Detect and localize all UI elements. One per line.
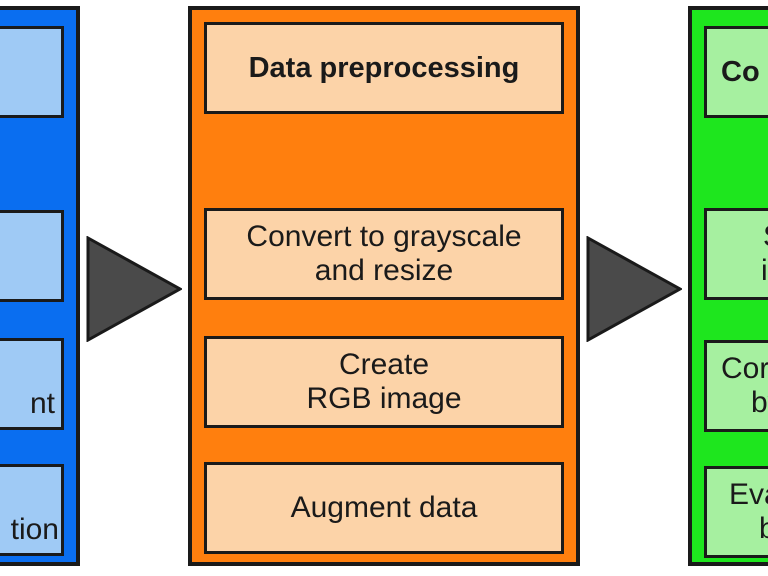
create-rgb-line2: RGB image: [306, 382, 462, 415]
left-box-1: [0, 26, 64, 118]
right-box-4-line1: Eva: [729, 478, 768, 511]
create-rgb-step: Create RGB image: [204, 336, 564, 428]
augment-data-step: Augment data: [204, 462, 564, 554]
left-box-3-label: nt: [29, 387, 55, 420]
right-box-3-line1: Cor: [721, 352, 768, 385]
left-box-3: nt: [0, 338, 64, 430]
right-box-1: Co: [704, 26, 768, 118]
data-preprocessing-title-text: Data preprocessing: [248, 52, 520, 84]
data-preprocessing-panel: Data preprocessing Convert to grayscale …: [188, 6, 580, 566]
right-box-2-line1: S: [761, 220, 768, 254]
left-stage-panel: nt tion: [0, 6, 80, 566]
convert-grayscale-line2: and resize: [314, 254, 454, 287]
right-box-3: Cor by: [704, 340, 768, 432]
create-rgb-line1: Create: [338, 348, 430, 381]
augment-data-label: Augment data: [290, 491, 478, 524]
convert-grayscale-line1: Convert to grayscale: [246, 220, 522, 253]
left-box-4: tion: [0, 464, 64, 556]
arrow-right-icon-1: [86, 235, 184, 347]
data-preprocessing-title: Data preprocessing: [204, 22, 564, 114]
left-box-4-label: tion: [10, 513, 59, 546]
right-box-1-label: Co: [721, 56, 760, 88]
right-stage-panel: Co S i Cor by Eva b: [688, 6, 768, 566]
right-box-4: Eva b: [704, 466, 768, 558]
left-box-2: [0, 210, 64, 302]
arrow-right-icon-2: [586, 235, 684, 347]
right-box-3-line2: by: [751, 386, 768, 419]
convert-grayscale-step: Convert to grayscale and resize: [204, 208, 564, 300]
right-box-2-line2: i: [761, 254, 768, 287]
right-box-4-line2: b: [729, 512, 768, 546]
right-box-2: S i: [704, 208, 768, 300]
